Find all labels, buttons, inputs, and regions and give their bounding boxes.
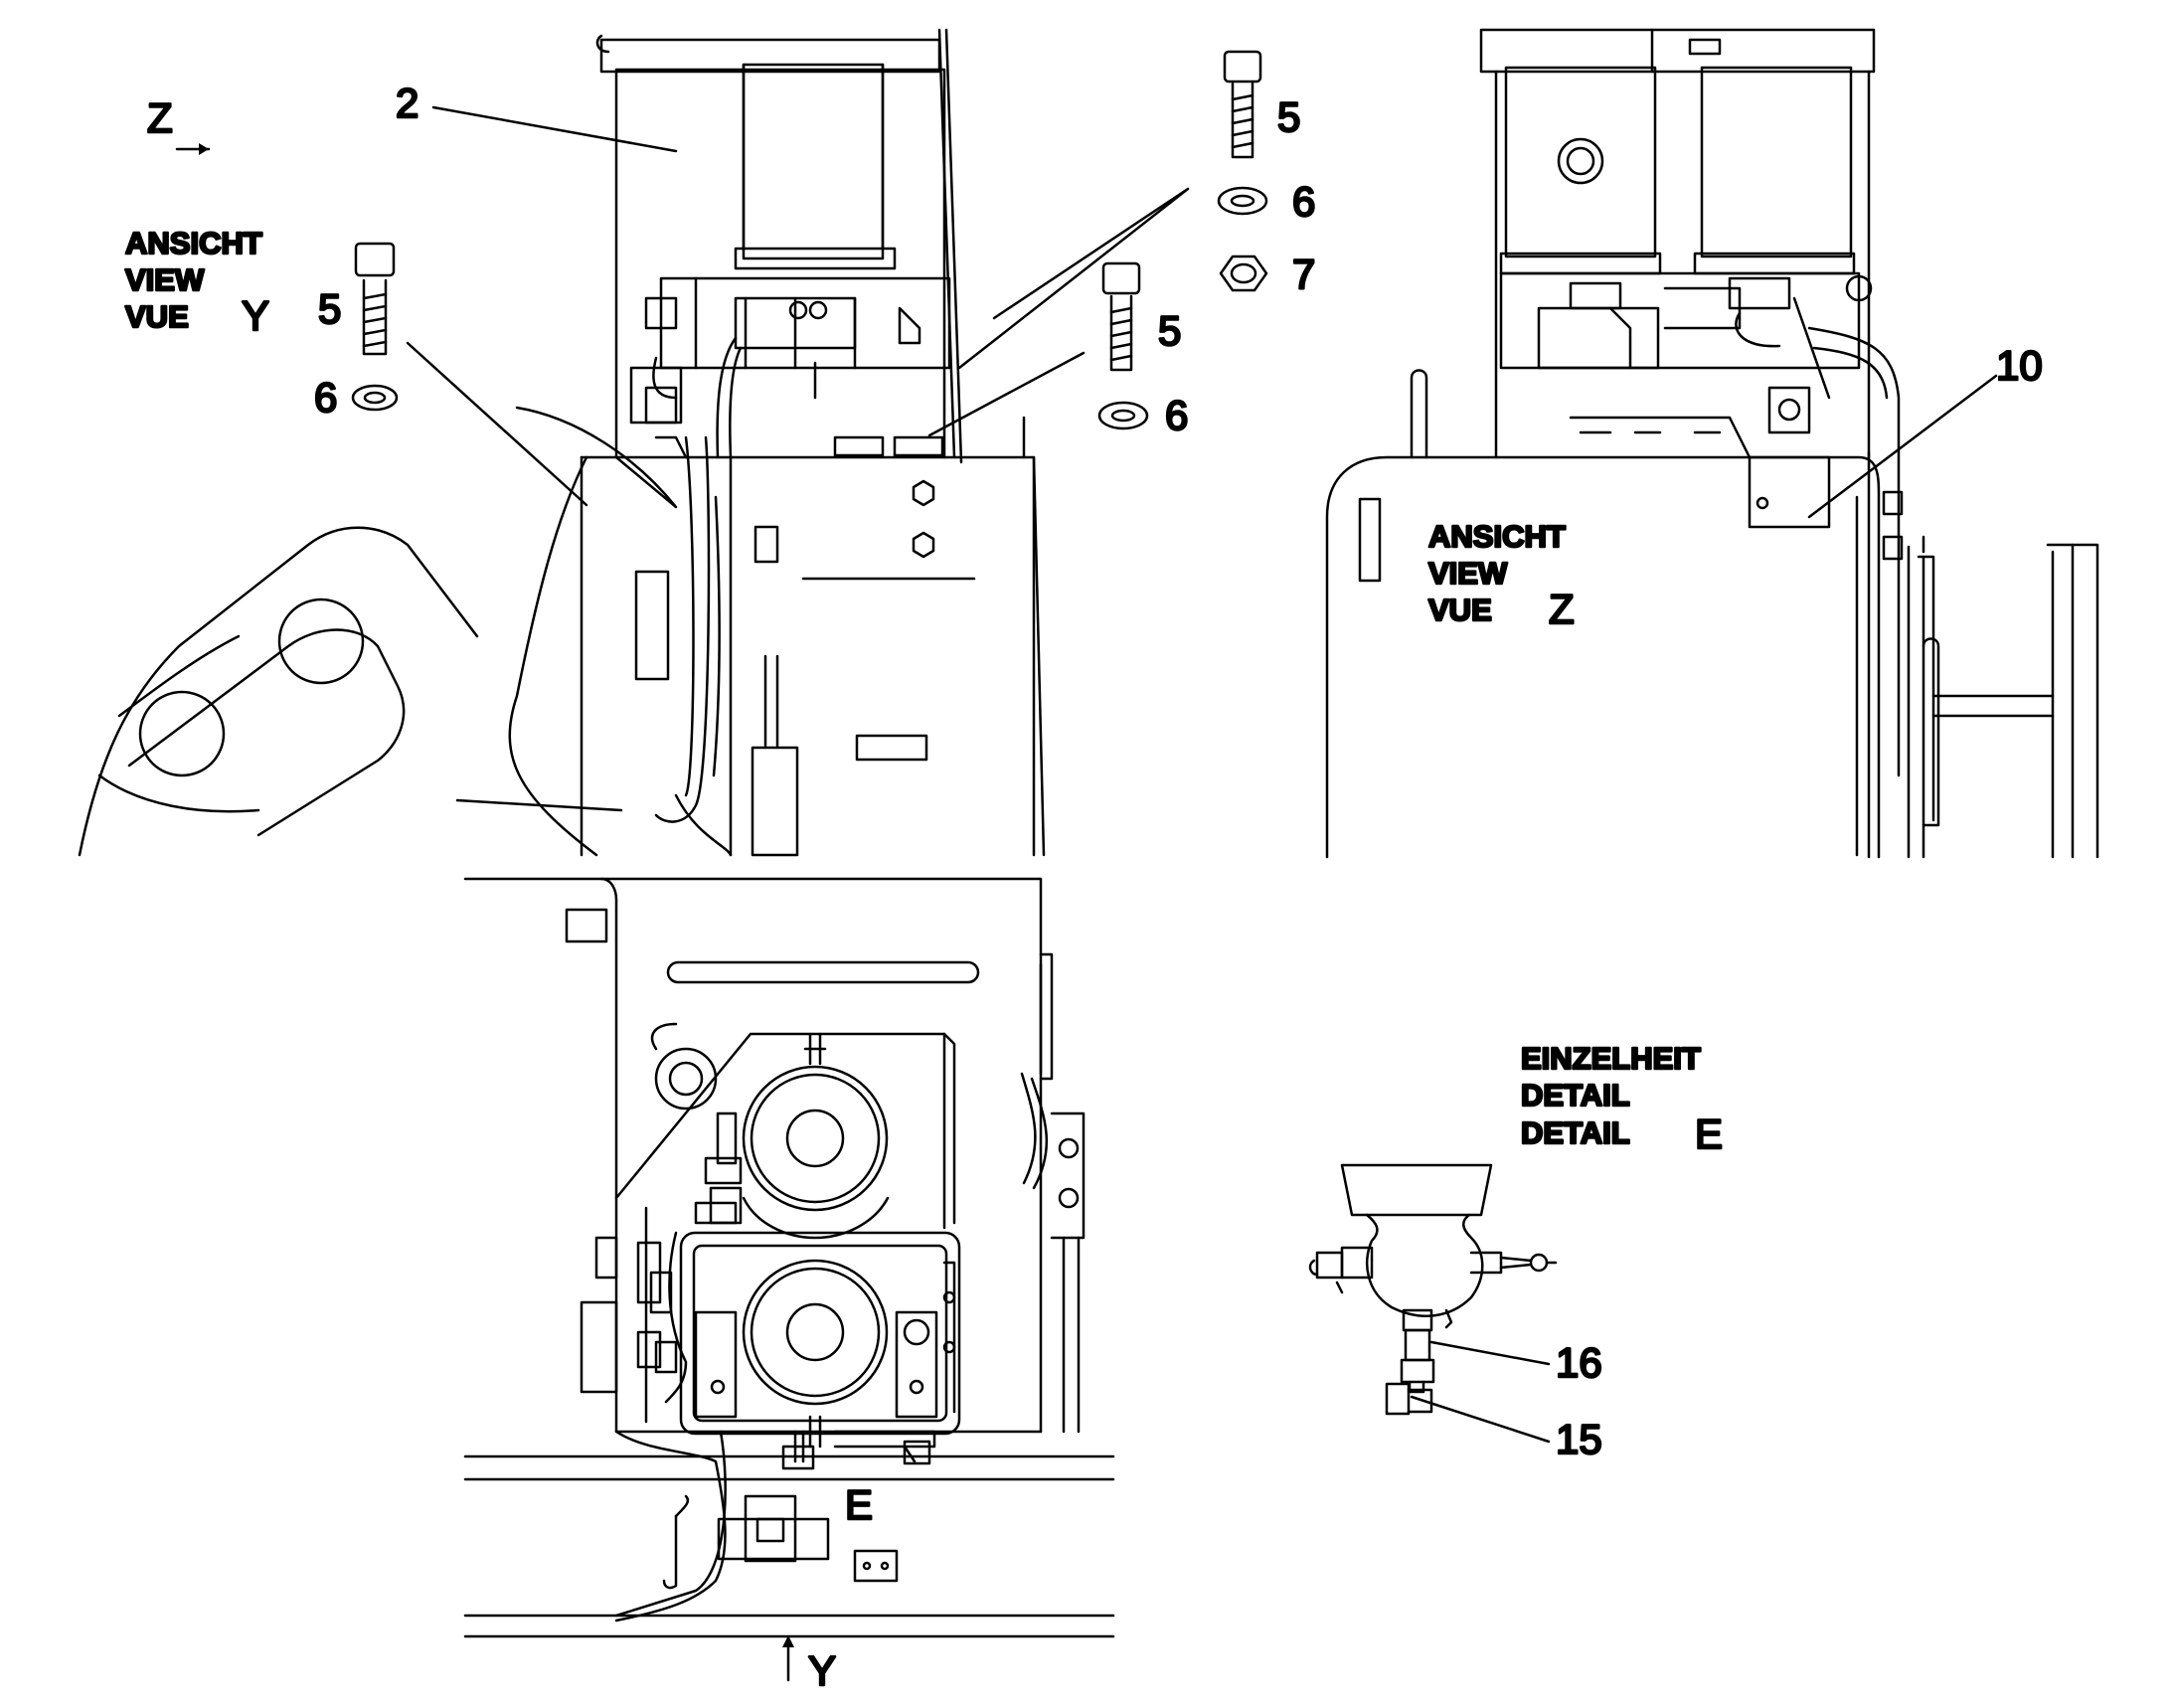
callout-2: 2	[396, 80, 418, 126]
z-arrow-label: Z	[147, 94, 173, 141]
bolt-icon	[1223, 50, 1262, 159]
y-arrow-head	[782, 1635, 794, 1647]
gauge-icon	[1557, 137, 1604, 185]
view-z-drawing	[1325, 28, 2099, 859]
callout-5a-leader	[406, 341, 588, 507]
callout-6c: 6	[1165, 392, 1188, 438]
callout-2-leader	[431, 105, 678, 153]
view-y-drawing	[78, 28, 1046, 857]
callout-5a: 5	[318, 285, 341, 332]
washer-icon	[1097, 401, 1149, 430]
view-z-line3: VUE	[1428, 593, 1492, 627]
detail-e-line2: DETAIL	[1521, 1078, 1630, 1112]
callout-6b: 6	[1292, 178, 1315, 225]
detail-e-drawing	[1308, 1163, 1558, 1416]
callout-5b-leader	[957, 187, 1190, 370]
e-mark: E	[845, 1481, 873, 1528]
view-y-line3: VUE	[125, 299, 189, 334]
z-arrow-head	[199, 143, 209, 155]
washer-icon	[351, 384, 399, 412]
nut-icon	[1219, 255, 1268, 292]
washer-icon	[1217, 186, 1268, 216]
callout-15-leader	[1410, 1395, 1551, 1444]
bolt-icon	[1101, 261, 1141, 372]
view-y-line2: VIEW	[125, 262, 205, 297]
detail-e-line3: DETAIL	[1521, 1115, 1630, 1150]
bottom-view-drawing	[463, 877, 1115, 1638]
detail-e-letter: E	[1695, 1110, 1723, 1157]
callout-16: 16	[1556, 1339, 1602, 1386]
callout-5b: 5	[1277, 93, 1300, 140]
view-z-letter: Z	[1549, 586, 1575, 632]
view-z-line1: ANSICHT	[1428, 519, 1566, 554]
callout-6a: 6	[314, 374, 337, 421]
y-arrow-label: Y	[808, 1647, 836, 1694]
view-z-line2: VIEW	[1428, 556, 1508, 591]
bolt-icon	[354, 242, 396, 356]
callout-7: 7	[1292, 251, 1315, 297]
view-y-line1: ANSICHT	[125, 226, 262, 260]
callout-16-leader	[1429, 1340, 1551, 1366]
callout-5c-leader	[927, 351, 1086, 437]
callout-10-leader	[1807, 374, 1998, 519]
callout-5c: 5	[1158, 307, 1181, 354]
callout-10: 10	[1996, 342, 2043, 389]
detail-e-line1: EINZELHEIT	[1521, 1041, 1701, 1076]
callout-15: 15	[1556, 1416, 1602, 1462]
view-y-letter: Y	[242, 292, 269, 339]
